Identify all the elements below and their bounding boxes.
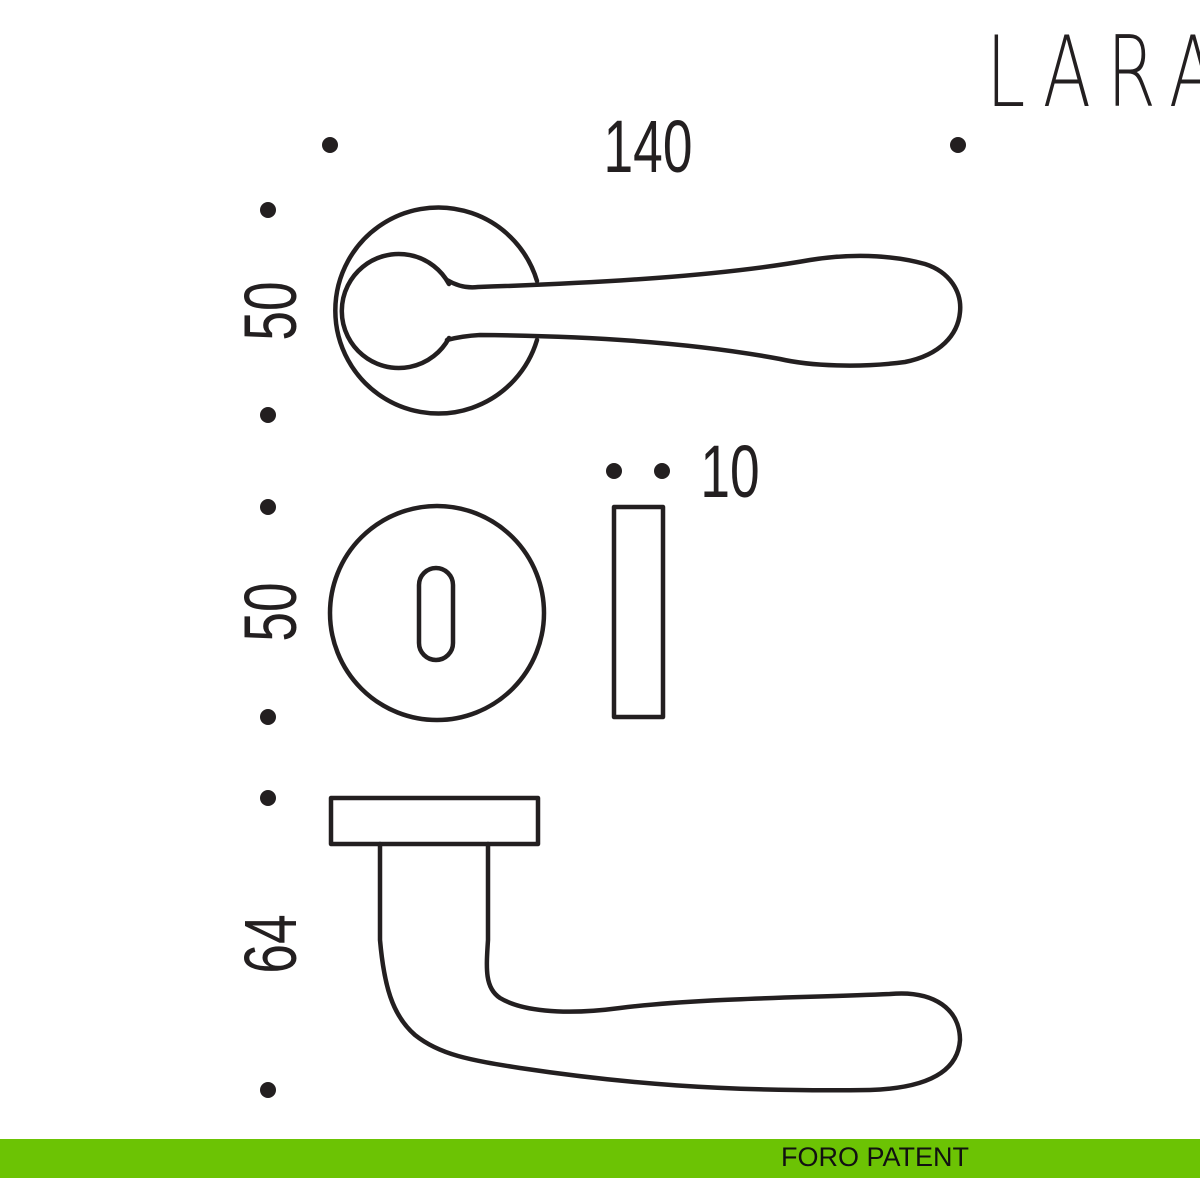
brand-logo: LARA: [986, 16, 1200, 130]
dim-dot: [322, 137, 338, 153]
dim-dot: [260, 499, 276, 515]
handle-side-view: [328, 795, 963, 1093]
dim-dot: [260, 709, 276, 725]
dim-dot: [606, 463, 622, 479]
dim-dot: [654, 463, 670, 479]
footer-label: FORO PATENT: [781, 1142, 969, 1172]
dim-dot: [950, 137, 966, 153]
dim-dot: [260, 202, 276, 218]
dim-thickness-label: 10: [700, 430, 759, 513]
dim-width-label: 140: [604, 105, 693, 188]
dimension-dots: [260, 137, 966, 1098]
escutcheon-side-view: [611, 504, 666, 720]
dim-projection-label: 64: [229, 914, 312, 973]
dim-dot: [260, 1082, 276, 1098]
dim-escutcheon-height-label: 50: [229, 582, 312, 641]
footer-bar: FORO PATENT: [0, 1139, 1200, 1178]
escutcheon-front-view: [327, 503, 547, 723]
dim-rose-height-label: 50: [229, 281, 312, 340]
handle-front-view: [333, 205, 963, 416]
dim-dot: [260, 407, 276, 423]
dim-dot: [260, 790, 276, 806]
